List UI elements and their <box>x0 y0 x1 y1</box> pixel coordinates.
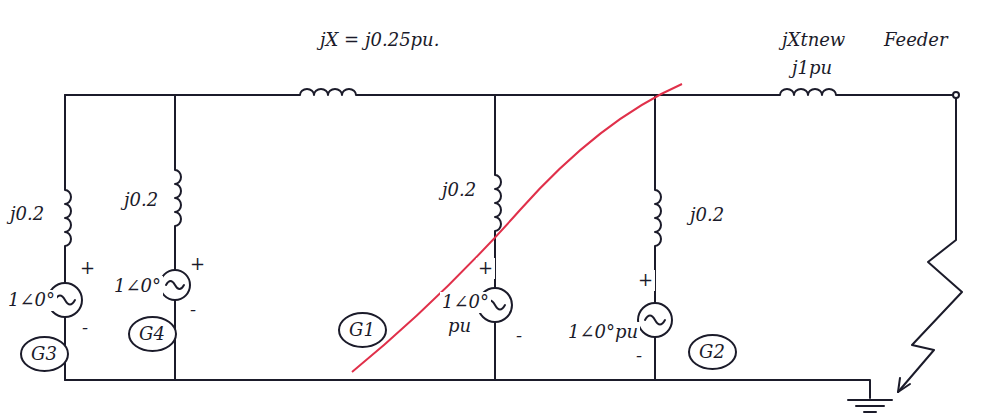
source-symbol <box>638 303 672 337</box>
sine-symbol <box>645 316 665 325</box>
branch-wire <box>65 95 71 380</box>
generator-name: G4 <box>139 324 177 345</box>
circuit-label: 1∠0° <box>440 292 491 313</box>
generator-name: G2 <box>699 342 737 363</box>
circuit-label: jXtnew <box>780 30 847 51</box>
source-symbol <box>160 270 190 300</box>
circuit-label: - <box>634 346 644 367</box>
circuit-label: j0.2 <box>8 204 46 225</box>
circuit-label: jX = j0.25pu. <box>318 30 441 51</box>
generator-name: G1 <box>349 320 387 341</box>
generator-name: G3 <box>31 344 69 365</box>
sine-symbol <box>166 281 184 289</box>
circuit-label: 1∠0° <box>112 276 163 297</box>
circuit-label: + <box>636 270 655 291</box>
circuit-label: - <box>188 300 198 321</box>
circuit-label: j0.2 <box>688 205 726 226</box>
circuit-label: j1pu <box>790 58 834 79</box>
circuit-label: - <box>80 318 90 339</box>
circuit-label: + <box>188 254 207 275</box>
generator-label: G4 <box>127 315 178 353</box>
circuit-label: Feeder <box>882 30 950 51</box>
fault-symbol <box>898 98 962 392</box>
strike-through-line <box>352 84 682 372</box>
generator-label: G2 <box>687 333 738 371</box>
bottom-wire <box>65 380 870 398</box>
circuit-label: j0.2 <box>440 180 478 201</box>
ground-symbol <box>848 400 892 412</box>
circuit-label: - <box>514 326 524 347</box>
generator-label: G1 <box>337 311 388 349</box>
circuit-label: j0.2 <box>122 190 160 211</box>
sine-symbol <box>55 296 75 305</box>
fault-arrowhead <box>898 378 910 392</box>
circuit-label: + <box>78 258 97 279</box>
generator-label: G3 <box>19 335 70 373</box>
circuit-label: pu <box>446 316 473 337</box>
circuit-label: + <box>476 258 495 279</box>
circuit-label: 1∠0° <box>6 290 57 311</box>
circuit-label: 1∠0°pu <box>566 322 640 343</box>
top-wire <box>65 89 953 95</box>
